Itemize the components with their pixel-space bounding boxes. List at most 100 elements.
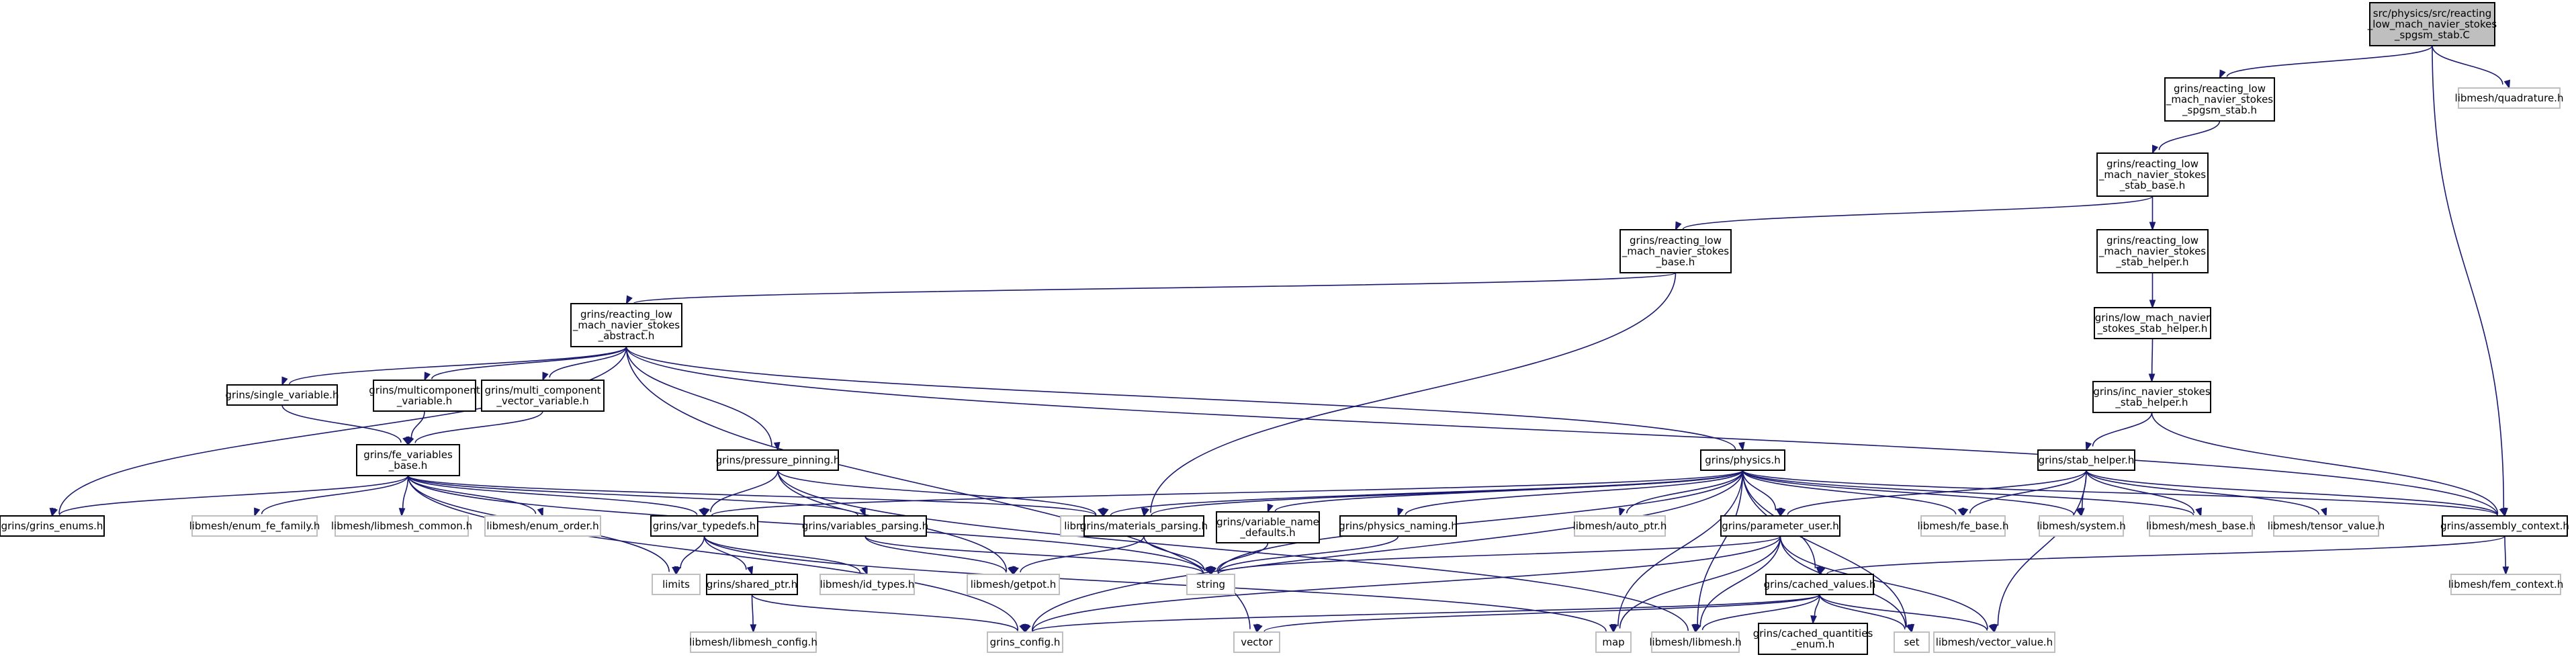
node-quad[interactable]: libmesh/quadrature.h [2455, 87, 2564, 109]
node-label: libmesh/libmesh_config.h [689, 636, 817, 649]
edge-assembly_ctx-to-cached_values [1826, 535, 2505, 575]
node-stab_helper[interactable]: grins/stab_helper.h [2037, 449, 2135, 471]
node-multicomp_var[interactable]: grins/multicomponent_variable.h [369, 380, 480, 412]
node-box [373, 380, 476, 412]
edge-pressure_pin-to-libmesh_h [777, 470, 1689, 631]
node-label: grins/cached_values.h [1764, 578, 1876, 591]
node-box [2039, 515, 2124, 537]
node-cached_qty_enum[interactable]: grins/cached_quantities_enum.h [1753, 623, 1873, 655]
edge-physics-to-param_user [1742, 470, 1777, 511]
arrowhead-var_typedefs-to-id_types [861, 566, 868, 576]
node-spgsm_h[interactable]: grins/reacting_low_mach_navier_stokes_sp… [2164, 77, 2275, 122]
node-label: libmesh/enum_fe_family.h [189, 520, 320, 533]
node-param_user[interactable]: grins/parameter_user.h [1720, 515, 1840, 537]
node-box [2450, 574, 2561, 595]
node-physics[interactable]: grins/physics.h [1700, 449, 1785, 471]
node-pressure_pin[interactable]: grins/pressure_pinning.h [716, 449, 840, 471]
node-box [2149, 515, 2253, 537]
node-vector[interactable]: vector [1233, 631, 1280, 653]
node-set[interactable]: set [1894, 631, 1930, 653]
arrowhead-cached_values-to-grins_config [1024, 623, 1031, 633]
node-getpot[interactable]: libmesh/getpot.h [967, 574, 1060, 595]
node-libmesh_config[interactable]: libmesh/libmesh_config.h [689, 631, 817, 653]
node-map[interactable]: map [1595, 631, 1632, 653]
node-id_types[interactable]: libmesh/id_types.h [819, 574, 915, 595]
node-grins_enums[interactable]: grins/grins_enums.h [0, 515, 105, 537]
node-label: libmesh/fe_base.h [1917, 520, 2008, 533]
node-label: _mach_navier_stokes [572, 319, 680, 332]
node-auto_ptr[interactable]: libmesh/auto_ptr.h [1573, 515, 1667, 537]
node-label: grins/fe_variables [363, 449, 453, 461]
edge-abstract-to-grins_enums [58, 346, 627, 514]
node-lm_stab_helper[interactable]: grins/low_mach_navier_stokes_stab_helper… [2094, 307, 2211, 339]
node-label: grins/shared_ptr.h [707, 578, 797, 591]
edge-fe_vars-to-point [407, 475, 1097, 517]
node-inc_stab_helper[interactable]: grins/inc_navier_stokes_stab_helper.h [2092, 381, 2211, 413]
node-shared_ptr[interactable]: grins/shared_ptr.h [706, 574, 798, 595]
edge-physics-to-string [1217, 470, 1744, 573]
arrowhead-vars_parsing-to-getpot [1008, 566, 1014, 576]
dependency-edges [49, 45, 2511, 633]
node-single_var[interactable]: grins/single_variable.h [226, 384, 339, 406]
node-abstract[interactable]: grins/reacting_low_mach_navier_stokes_ab… [570, 303, 682, 347]
node-fe_vars[interactable]: grins/fe_variables_base.h [356, 444, 460, 476]
arrowhead-abstract-to-physics [1738, 441, 1745, 451]
node-fem_context[interactable]: libmesh/fem_context.h [2448, 574, 2564, 595]
node-var_name_defaults[interactable]: grins/variable_name_defaults.h [1216, 511, 1320, 543]
node-string[interactable]: string [1186, 574, 1235, 595]
node-label: _stab_helper.h [2115, 396, 2188, 409]
arrowhead-param_user-to-string [1210, 566, 1217, 576]
node-box [803, 515, 927, 537]
node-multi_comp_vec[interactable]: grins/multi_component_vector_variable.h [481, 380, 605, 412]
node-materials_parsing[interactable]: grins/materials_parsing.h [1080, 515, 1208, 537]
node-mesh_base[interactable]: libmesh/mesh_base.h [2146, 515, 2256, 537]
node-label: _mach_navier_stokes [2166, 93, 2273, 106]
node-libmesh_h[interactable]: libmesh/libmesh.h [1649, 631, 1742, 653]
node-label: grins/var_typedefs.h [653, 520, 756, 533]
node-rl_base[interactable]: grins/reacting_low_mach_navier_stokes_ba… [1619, 229, 1732, 273]
node-label: grins/multicomponent [369, 384, 480, 396]
node-system[interactable]: libmesh/system.h [2037, 515, 2126, 537]
edge-root-to-assembly_ctx [2432, 45, 2505, 509]
node-label: grins/low_mach_navier [2095, 312, 2211, 324]
node-box [2369, 2, 2495, 46]
node-box [706, 574, 798, 595]
node-libmesh_common[interactable]: libmesh/libmesh_common.h [331, 515, 472, 537]
node-label: libmesh/id_types.h [820, 578, 915, 591]
node-label: libmesh/libmesh.h [1649, 636, 1741, 648]
node-limits[interactable]: limits [652, 574, 701, 595]
edge-fe_vars-to-grins_enums [58, 475, 409, 516]
edge-physics-to-physics_naming [1405, 470, 1744, 515]
node-assembly_ctx[interactable]: grins/assembly_context.h [2440, 515, 2569, 537]
node-root[interactable]: src/physics/src/reacting_low_mach_navier… [2367, 2, 2497, 46]
edge-var_typedefs-to-shared_ptr [703, 535, 747, 570]
node-rl_stab_helper[interactable]: grins/reacting_low_mach_navier_stokes_st… [2096, 229, 2209, 273]
edge-abstract-to-multicomp_var [431, 346, 627, 380]
node-box [1574, 515, 1666, 537]
node-enum_fe_family[interactable]: libmesh/enum_fe_family.h [189, 515, 320, 537]
node-label: _mach_navier_stokes [1622, 245, 1729, 258]
node-label: grins/physics_naming.h [1339, 520, 1457, 533]
node-label: grins/variables_parsing.h [802, 520, 928, 533]
node-box [1700, 449, 1785, 471]
edge-inc_stab_helper-to-assembly_ctx [2151, 412, 2499, 514]
node-cached_values[interactable]: grins/cached_values.h [1764, 574, 1876, 595]
node-label: _abstract.h [598, 330, 655, 343]
edge-vars_parsing-to-string [864, 535, 1204, 574]
node-physics_naming[interactable]: grins/physics_naming.h [1339, 515, 1458, 537]
node-label: grins/assembly_context.h [2440, 520, 2569, 533]
node-box [2096, 152, 2209, 197]
node-enum_order[interactable]: libmesh/enum_order.h [484, 515, 601, 537]
arrowhead-cached_values-to-cached_qty_enum [1810, 615, 1817, 625]
node-vars_parsing[interactable]: grins/variables_parsing.h [802, 515, 928, 537]
node-fe_base[interactable]: libmesh/fe_base.h [1917, 515, 2009, 537]
node-tensor_value[interactable]: libmesh/tensor_value.h [2268, 515, 2385, 537]
node-grins_config[interactable]: grins_config.h [987, 631, 1063, 653]
node-box [2458, 87, 2561, 109]
node-stab_base[interactable]: grins/reacting_low_mach_navier_stokes_st… [2096, 152, 2209, 197]
node-label: _spgsm_stab.C [2394, 29, 2470, 42]
node-box [191, 515, 318, 537]
arrowhead-assembly_ctx-to-cached_values [1819, 566, 1826, 576]
node-vector_value[interactable]: libmesh/vector_value.h [1933, 631, 2055, 653]
node-var_typedefs[interactable]: grins/var_typedefs.h [650, 515, 758, 537]
